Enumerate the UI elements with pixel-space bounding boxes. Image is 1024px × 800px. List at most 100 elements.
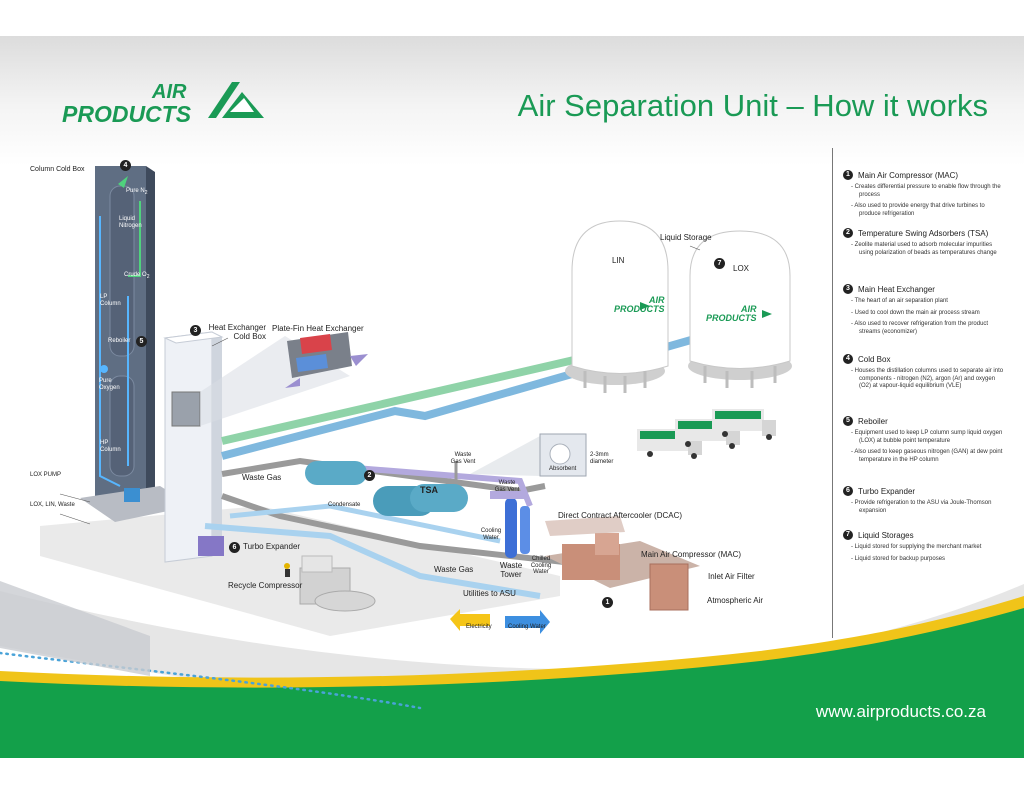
air-products-logo: AIR PRODUCTS [62,81,264,127]
lox-pump-box [124,488,140,502]
tank-logo-mark-1 [640,302,650,310]
leader-lines [59,245,701,525]
dcac-label: Direct Contract Aftercooler (DCAC) [558,511,683,520]
electricity-arrow [450,609,490,631]
truck-fleet [637,409,776,459]
inlet-air-filter-label: Inlet Air Filter [708,572,755,581]
light-blue-pipe [204,523,541,599]
marker-6: 6 [229,542,240,553]
lp-column-label: LP Column [100,294,121,307]
cooling-water-utility-label: Cooling Water [508,624,546,630]
lp-column-shell [109,185,135,357]
inlet-air-filter [649,563,689,611]
pure-n2-arrow [118,176,128,188]
footer-green-band [0,608,1024,758]
reboiler-label: Reboiler [108,338,131,344]
mac-label: Main Air Compressor (MAC) [641,550,742,559]
atmospheric-air-label: Atmospheric Air [707,596,764,605]
condensate-label: Condensate [328,502,361,508]
crude-o2-label: Crude O2 [124,272,150,281]
lox-label: LOX [733,264,750,273]
dcac-pipe [545,516,625,536]
hp-column-label: HP Column [100,440,121,453]
marker-4: 4 [120,160,131,171]
hx-core [171,391,201,427]
dotted-curve [0,651,422,710]
electricity-label: Electricity [466,624,492,630]
chilled-cooling-water-label: Chilled Cooling Water [530,556,552,576]
worker [284,563,290,569]
diameter-label: 2-3mm diameter [590,452,614,465]
gray-pipe-waste-gas [221,457,546,495]
plate-fin-arrow [285,378,300,388]
plate-fin-blue [296,354,328,372]
heat-exchanger-cold-box-label: Heat Exchanger Cold Box [208,323,266,341]
lin-label: LIN [612,256,625,265]
green-product-pipe [221,350,601,445]
plate-fin-heat-exchanger-label: Plate-Fin Heat Exchanger [272,324,364,333]
column-cold-box-label: Column Cold Box [30,166,85,173]
column-green-line [128,201,141,277]
lox-tank [689,230,791,369]
cold-box-base [80,486,192,522]
absorbent-bead [549,443,571,465]
cooling-water-label: Cooling Water [480,528,502,541]
poster: AIR PRODUCTS Air Separation Unit – How i… [0,36,1024,758]
waste-tower [505,498,517,558]
recycle-compressor-housing [301,555,333,573]
marker-1: 1 [602,597,613,608]
pure-oxygen-label: Pure Oxygen [99,378,120,391]
plate-fin-arrow-2 [350,354,368,366]
worker-body [285,569,290,577]
diagram-artwork [0,166,1024,758]
waste-tower-2 [520,506,530,554]
waste-gas-bottom-label: Waste Gas [434,565,474,574]
absorbent-cone [470,436,540,476]
recycle-compressor-roll [314,590,376,612]
waste-gas-vent-1-label: Waste Gas Vent [450,452,476,465]
page-title: Air Separation Unit – How it works [517,88,988,123]
waste-gas-vent-2-label: Waste Gas Vent [494,480,520,493]
waste-gas-top-label: Waste Gas [242,473,282,482]
purple-pipe [329,463,533,508]
gray-ramp [0,581,150,676]
liquid-storage-label: Liquid Storage [660,233,712,242]
marker-7: 7 [714,258,725,269]
mac-cooler [595,533,619,555]
waste-tower-label: Waste Tower [499,561,523,579]
cooling-water-arrow [505,610,550,634]
plate-fin-red [300,334,332,354]
tank-logo-mark-2 [762,310,772,318]
lox-lin-waste-label: LOX, LIN, Waste [30,502,75,508]
pure-oxygen-dot [100,365,108,373]
svg-text:AIR: AIR [151,81,187,103]
blue-product-pipe [220,332,707,460]
turbo-expander-label: Turbo Expander [243,542,301,551]
turbo-expander-box [198,536,224,556]
pure-n2-label: Pure N2 [126,188,148,197]
absorbent-label: Absorbent [549,466,577,472]
website-url[interactable]: www.airproducts.co.za [815,702,986,721]
tsa-label: TSA [420,485,438,495]
lin-tank [571,220,669,374]
hx-cold-box-side [212,332,222,556]
column-blue-line [99,216,129,487]
light-blue-pipe-2 [229,503,501,544]
marker-5: 5 [136,336,147,347]
marker-3: 3 [190,325,201,336]
svg-text:PRODUCTS: PRODUCTS [62,101,192,127]
marker-2: 2 [364,470,375,481]
tank-legs [583,366,777,393]
lox-pump-label: LOX PUMP [30,472,62,478]
utilities-to-asu-label: Utilities to ASU [463,589,516,598]
